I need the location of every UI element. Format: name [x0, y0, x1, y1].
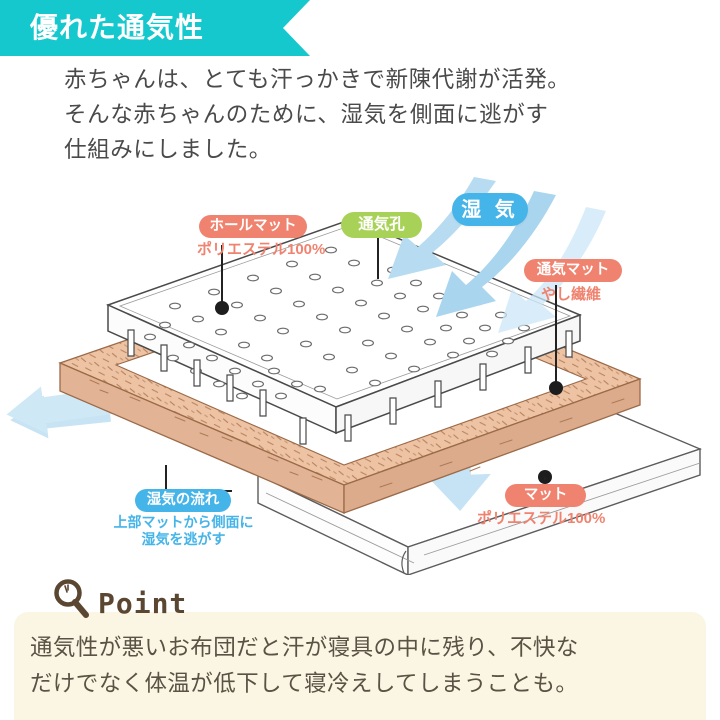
label-humidity: 湿 気: [452, 193, 528, 226]
intro-paragraph: 赤ちゃんは、とても汗っかきで新陳代謝が活発。 そんな赤ちゃんのために、湿気を側面…: [64, 62, 664, 167]
point-line-2: だけでなく体温が低下して寝冷えしてしまうことも。: [30, 671, 579, 696]
moisture-flow-desc-line-1: 上部マットから側面に: [113, 514, 254, 530]
point-body: 通気性が悪いお布団だと汗が寝具の中に残り、不快な だけでなく体温が低下して寝冷え…: [30, 630, 700, 702]
label-hole-mat-material: ポリエステル100%: [197, 241, 326, 258]
intro-line-2: そんな赤ちゃんのために、湿気を側面に逃がす: [64, 102, 549, 127]
mattress-diagram: [0, 175, 720, 575]
label-hole-mat: ホールマット: [199, 215, 307, 238]
point-label: Point: [98, 587, 188, 620]
label-base-mat: マット: [505, 484, 586, 507]
label-vent-hole: 通気孔: [341, 212, 422, 238]
connector-tabs: [127, 329, 573, 445]
label-base-mat-material: ポリエステル100%: [477, 510, 606, 527]
intro-line-1: 赤ちゃんは、とても汗っかきで新陳代謝が活発。: [64, 67, 571, 92]
header-banner: 優れた通気性: [0, 0, 310, 56]
label-moisture-flow-desc: 上部マットから側面に 湿気を逃がす: [106, 514, 261, 548]
point-panel: [14, 612, 706, 720]
intro-line-3: 仕組みにしました。: [64, 137, 272, 162]
magnifier-icon: [54, 579, 89, 618]
inflow-arrow-2: [436, 191, 556, 317]
label-moisture-flow: 湿気の流れ: [135, 489, 231, 512]
point-line-1: 通気性が悪いお布団だと汗が寝具の中に残り、不快な: [30, 635, 579, 660]
inflow-arrow-3: [498, 207, 606, 333]
page-title: 優れた通気性: [30, 12, 205, 43]
point-heading: Point: [52, 578, 187, 618]
vent-hole-grid: [144, 246, 530, 400]
hole-mat-layer: [105, 218, 583, 445]
mattress-illustration-svg: [6, 177, 702, 575]
label-air-mat: 通気マット: [524, 259, 622, 282]
moisture-flow-desc-line-2: 湿気を逃がす: [141, 531, 226, 547]
label-air-mat-material: やし繊維: [541, 286, 602, 303]
